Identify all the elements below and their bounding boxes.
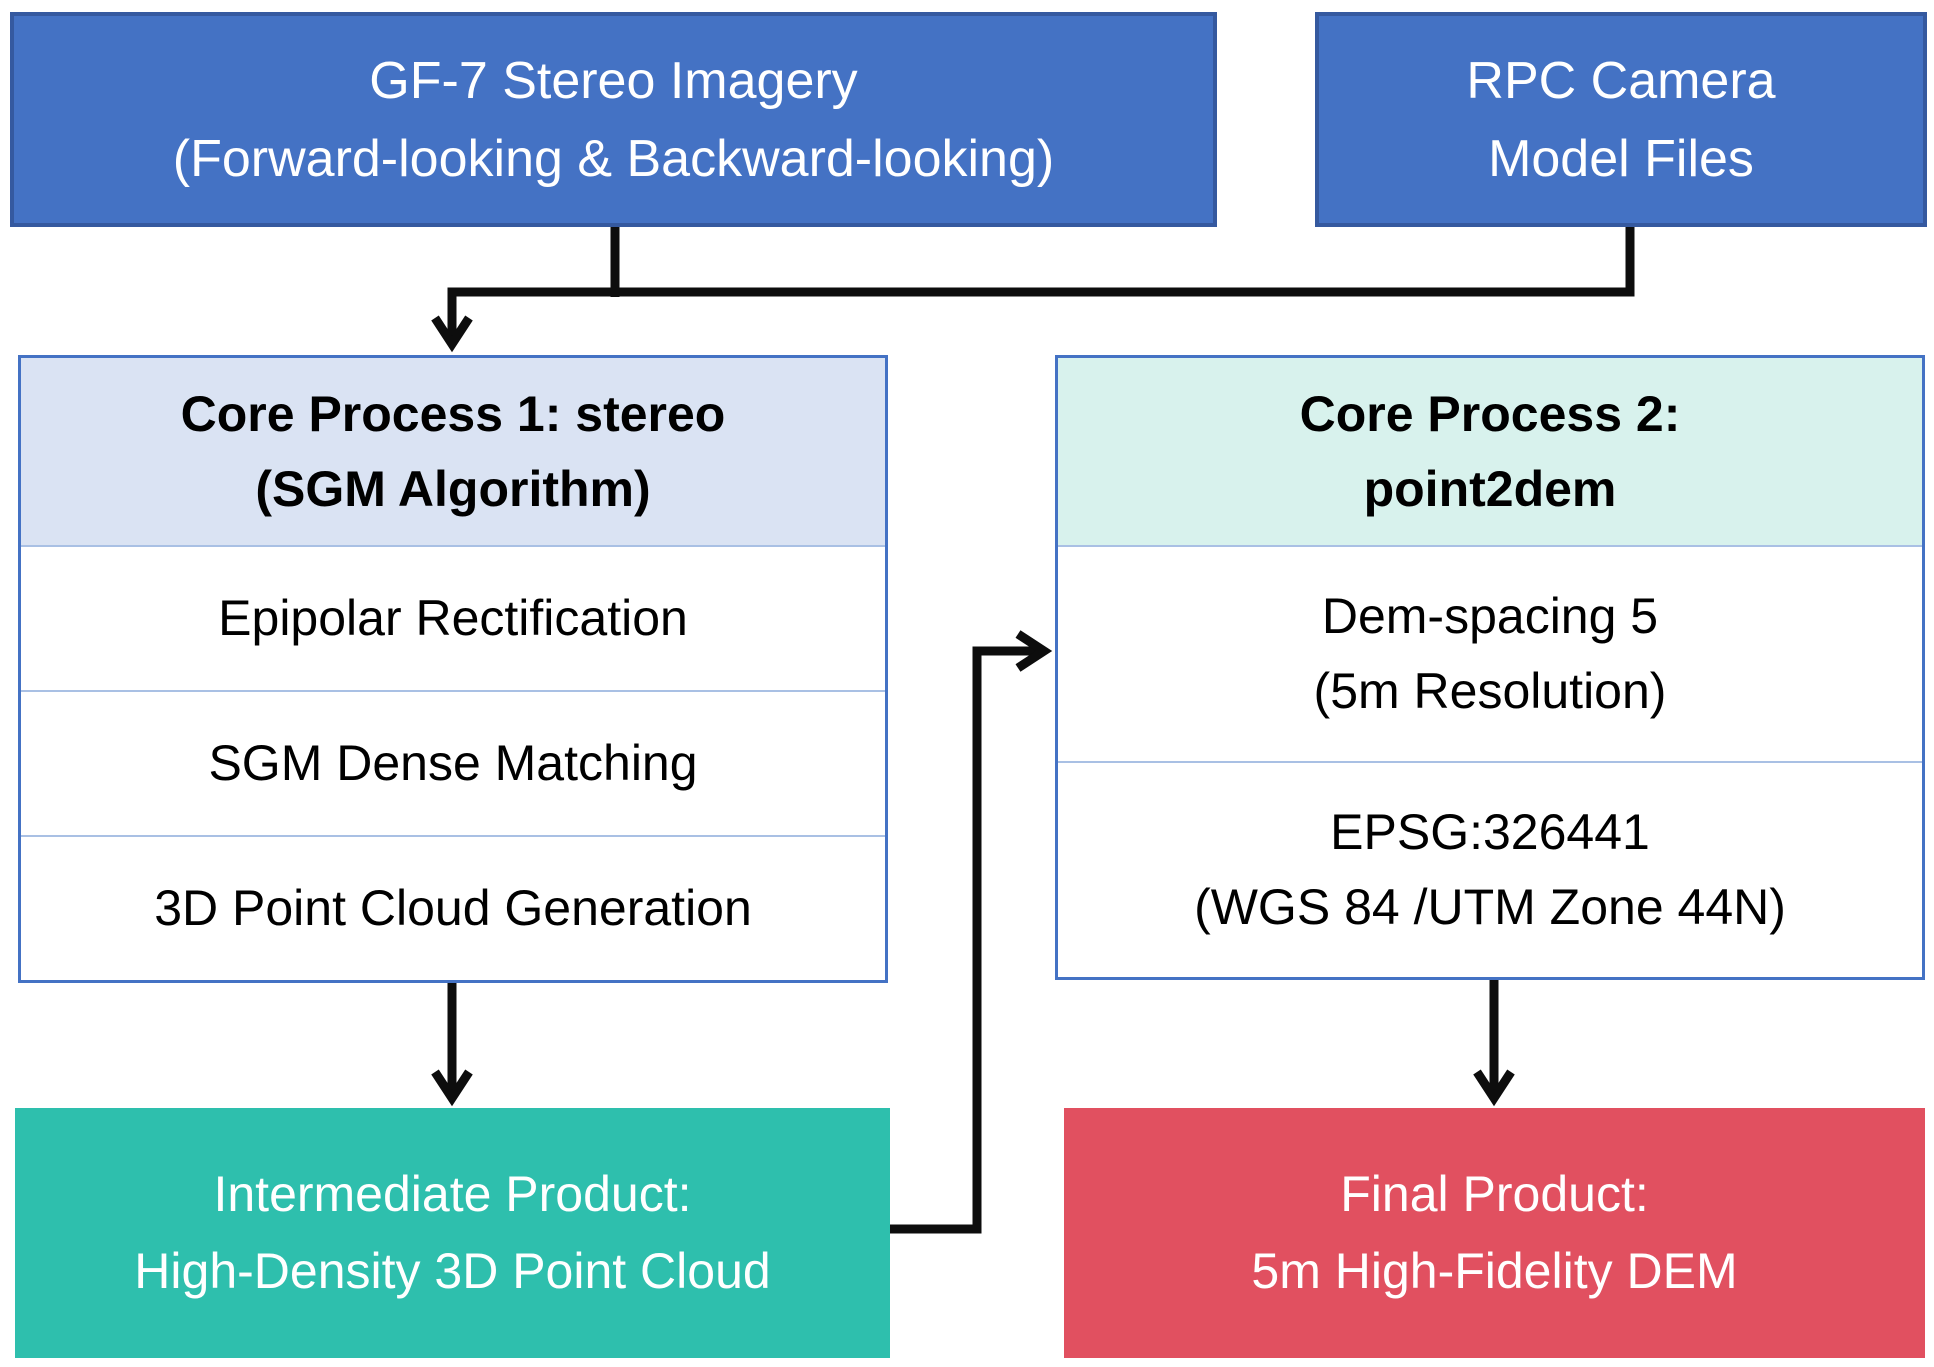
rpc-subtitle-line: Model Files <box>1488 129 1754 188</box>
gf7-stereo-imagery-node: GF-7 Stereo Imagery (Forward-looking & B… <box>10 12 1217 227</box>
intermediate-product-node: Intermediate Product: High-Density 3D Po… <box>15 1108 890 1358</box>
core-process-1-header: Core Process 1: stereo (SGM Algorithm) <box>21 358 885 545</box>
final-product-node: Final Product: 5m High-Fidelity DEM <box>1064 1108 1925 1358</box>
core-process-1-table: Core Process 1: stereo (SGM Algorithm) E… <box>18 355 888 983</box>
rpc-camera-node: RPC Camera Model Files <box>1315 12 1927 227</box>
final-product-title-line: Final Product: <box>1340 1165 1649 1222</box>
intermediate-product-title-line: Intermediate Product: <box>213 1165 692 1222</box>
core-process-2-header-line: Core Process 2: <box>1299 385 1681 442</box>
gf7-subtitle-line: (Forward-looking & Backward-looking) <box>172 129 1055 188</box>
process-param-line: EPSG:326441 <box>1330 804 1650 860</box>
process-step-label: 3D Point Cloud Generation <box>154 880 752 936</box>
final-product-value-line: 5m High-Fidelity DEM <box>1251 1243 1738 1299</box>
core-process-2-table: Core Process 2: point2dem Dem-spacing 5 … <box>1055 355 1925 980</box>
process-step-label: Epipolar Rectification <box>218 590 688 646</box>
process-param-row: EPSG:326441 (WGS 84 /UTM Zone 44N) <box>1058 761 1922 977</box>
process-param-line: (5m Resolution) <box>1313 663 1667 719</box>
process-step-row: 3D Point Cloud Generation <box>21 835 885 980</box>
process-param-row: Dem-spacing 5 (5m Resolution) <box>1058 545 1922 761</box>
gf7-title-line: GF-7 Stereo Imagery <box>369 51 858 110</box>
process-step-row: Epipolar Rectification <box>21 545 885 690</box>
core-process-2-header: Core Process 2: point2dem <box>1058 358 1922 545</box>
inputs-to-process1-arrow <box>431 227 1635 353</box>
process-step-row: SGM Dense Matching <box>21 690 885 835</box>
intermediate-product-value-line: High-Density 3D Point Cloud <box>134 1243 771 1299</box>
process-param-line: Dem-spacing 5 <box>1321 588 1659 644</box>
core-process-1-header-line: Core Process 1: stereo <box>180 385 726 442</box>
core-process-1-header-line: (SGM Algorithm) <box>255 460 651 517</box>
rpc-title-line: RPC Camera <box>1466 51 1776 110</box>
core-process-2-header-line: point2dem <box>1363 460 1617 517</box>
process-param-line: (WGS 84 /UTM Zone 44N) <box>1194 879 1786 935</box>
process-step-label: SGM Dense Matching <box>208 735 698 791</box>
intermediate-to-process2-arrow <box>890 630 1053 1234</box>
